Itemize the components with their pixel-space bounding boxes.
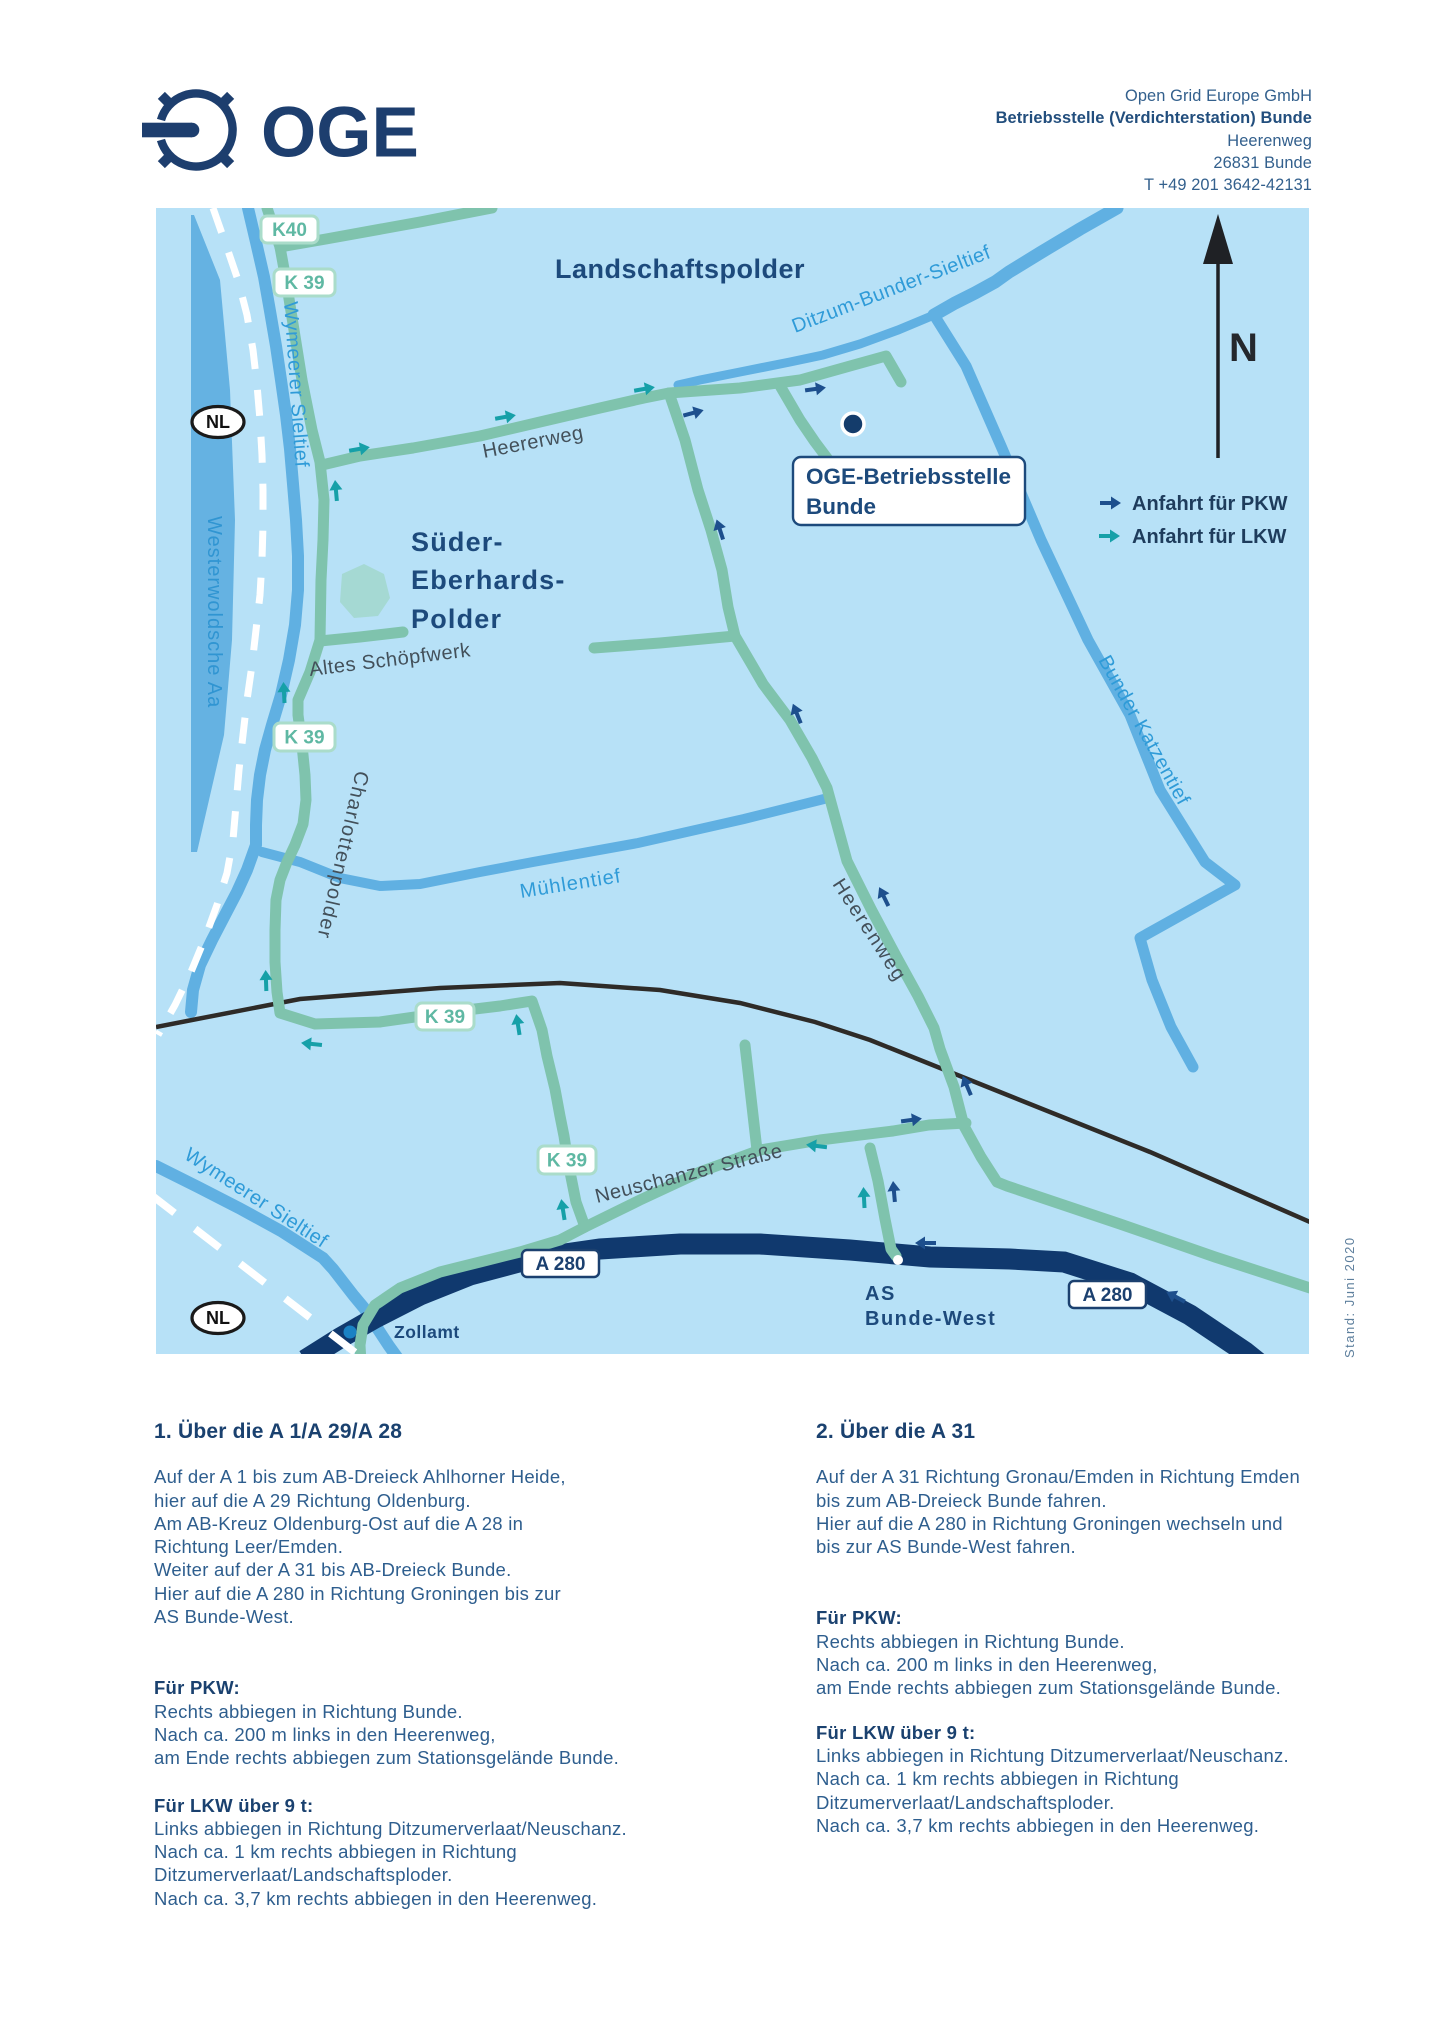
svg-text:AS: AS xyxy=(865,1283,896,1305)
svg-text:Eberhards-: Eberhards- xyxy=(411,565,566,595)
svg-text:Polder: Polder xyxy=(411,604,502,634)
svg-text:Zollamt: Zollamt xyxy=(394,1322,460,1342)
svg-text:NL: NL xyxy=(206,412,230,432)
svg-text:Landschaftspolder: Landschaftspolder xyxy=(555,254,805,284)
svg-text:Anfahrt für LKW: Anfahrt für LKW xyxy=(1132,526,1287,548)
svg-text:A 280: A 280 xyxy=(1083,1285,1133,1306)
svg-text:OGE: OGE xyxy=(261,94,419,173)
svg-text:K 39: K 39 xyxy=(284,728,324,749)
svg-text:A 280: A 280 xyxy=(536,1254,586,1275)
svg-text:Westerwoldsche Aa: Westerwoldsche Aa xyxy=(203,516,225,708)
svg-text:NL: NL xyxy=(206,1308,230,1328)
svg-text:K40: K40 xyxy=(272,220,307,241)
svg-text:K 39: K 39 xyxy=(284,273,324,294)
svg-text:OGE-Betriebsstelle: OGE-Betriebsstelle xyxy=(806,464,1011,489)
svg-text:Bunde-West: Bunde-West xyxy=(865,1308,996,1330)
svg-text:N: N xyxy=(1229,326,1258,370)
svg-text:K 39: K 39 xyxy=(425,1007,465,1028)
svg-text:Süder-: Süder- xyxy=(411,527,504,557)
svg-text:K 39: K 39 xyxy=(547,1151,587,1172)
svg-text:Anfahrt für PKW: Anfahrt für PKW xyxy=(1132,493,1288,515)
svg-text:Bunde: Bunde xyxy=(806,494,876,519)
